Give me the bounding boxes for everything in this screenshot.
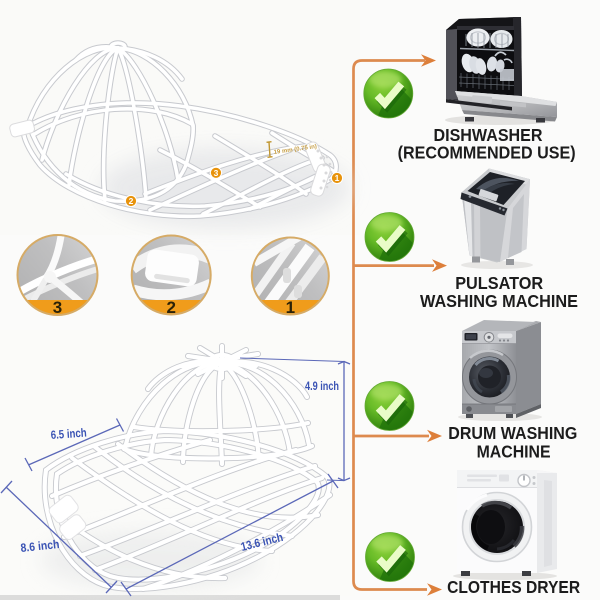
svg-text:DISHWASHER: DISHWASHER xyxy=(434,125,544,145)
svg-text:8.6 inch: 8.6 inch xyxy=(20,537,60,555)
svg-text:4.9 inch: 4.9 inch xyxy=(305,379,339,393)
svg-text:WASHING MACHINE: WASHING MACHINE xyxy=(420,291,578,311)
svg-text:CLOTHES DRYER: CLOTHES DRYER xyxy=(447,577,581,597)
svg-text:2: 2 xyxy=(166,298,175,317)
svg-text:2: 2 xyxy=(129,196,134,206)
svg-text:1: 1 xyxy=(286,298,295,317)
svg-text:3: 3 xyxy=(214,168,219,178)
svg-text:PULSATOR: PULSATOR xyxy=(455,273,544,293)
svg-text:6.5 inch: 6.5 inch xyxy=(50,426,87,442)
svg-text:19 mm (0.75 in): 19 mm (0.75 in) xyxy=(273,144,317,156)
svg-text:DRUM WASHING: DRUM WASHING xyxy=(448,423,577,443)
svg-text:1: 1 xyxy=(335,173,340,183)
svg-text:(RECOMMENDED USE): (RECOMMENDED USE) xyxy=(398,143,576,163)
svg-text:MACHINE: MACHINE xyxy=(477,441,551,461)
svg-text:3: 3 xyxy=(53,298,62,317)
